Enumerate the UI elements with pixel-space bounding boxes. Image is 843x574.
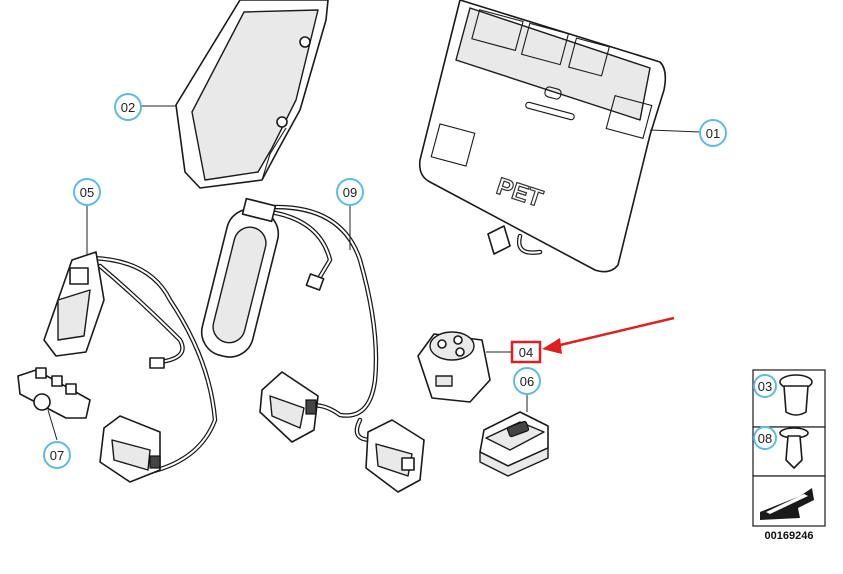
- document-number: 00169246: [765, 530, 814, 542]
- callout-02: 02: [114, 93, 142, 121]
- svg-text:08: 08: [758, 431, 772, 446]
- svg-text:01: 01: [706, 126, 720, 141]
- svg-text:09: 09: [343, 185, 357, 200]
- callout-05: 05: [73, 178, 101, 206]
- connector-bracket-part: [17, 367, 91, 419]
- callout-06: 06: [513, 367, 541, 395]
- seat-sensor-mat-part: PET: [418, 0, 667, 273]
- clip-03-part: [779, 374, 813, 416]
- svg-text:02: 02: [121, 100, 135, 115]
- callout-04-highlight: 04: [510, 340, 542, 364]
- svg-text:07: 07: [50, 448, 64, 463]
- harness-connector-right-part: [365, 419, 425, 493]
- svg-text:05: 05: [80, 185, 94, 200]
- clip-08-part: [779, 427, 809, 469]
- red-pointer-arrow: [542, 316, 675, 354]
- seat-switch-part: [479, 411, 549, 477]
- airbag-module-part: [200, 197, 280, 358]
- callout-03: 03: [753, 374, 777, 398]
- svg-text:04: 04: [519, 345, 533, 360]
- callout-01: 01: [699, 119, 727, 147]
- callout-07: 07: [43, 441, 71, 469]
- seat-actuator-part: [417, 331, 491, 403]
- harness-connector-bottom-part: [99, 415, 161, 483]
- callout-08: 08: [753, 426, 777, 450]
- direction-arrow-icon: [760, 488, 814, 520]
- harness-connector-left-part: [43, 251, 105, 357]
- svg-text:06: 06: [520, 374, 534, 389]
- harness-connector-middle-part: [259, 371, 319, 443]
- callout-09: 09: [336, 178, 364, 206]
- leader-lines: [47, 105, 701, 441]
- backrest-trim-part: [175, 0, 329, 189]
- svg-text:03: 03: [758, 379, 772, 394]
